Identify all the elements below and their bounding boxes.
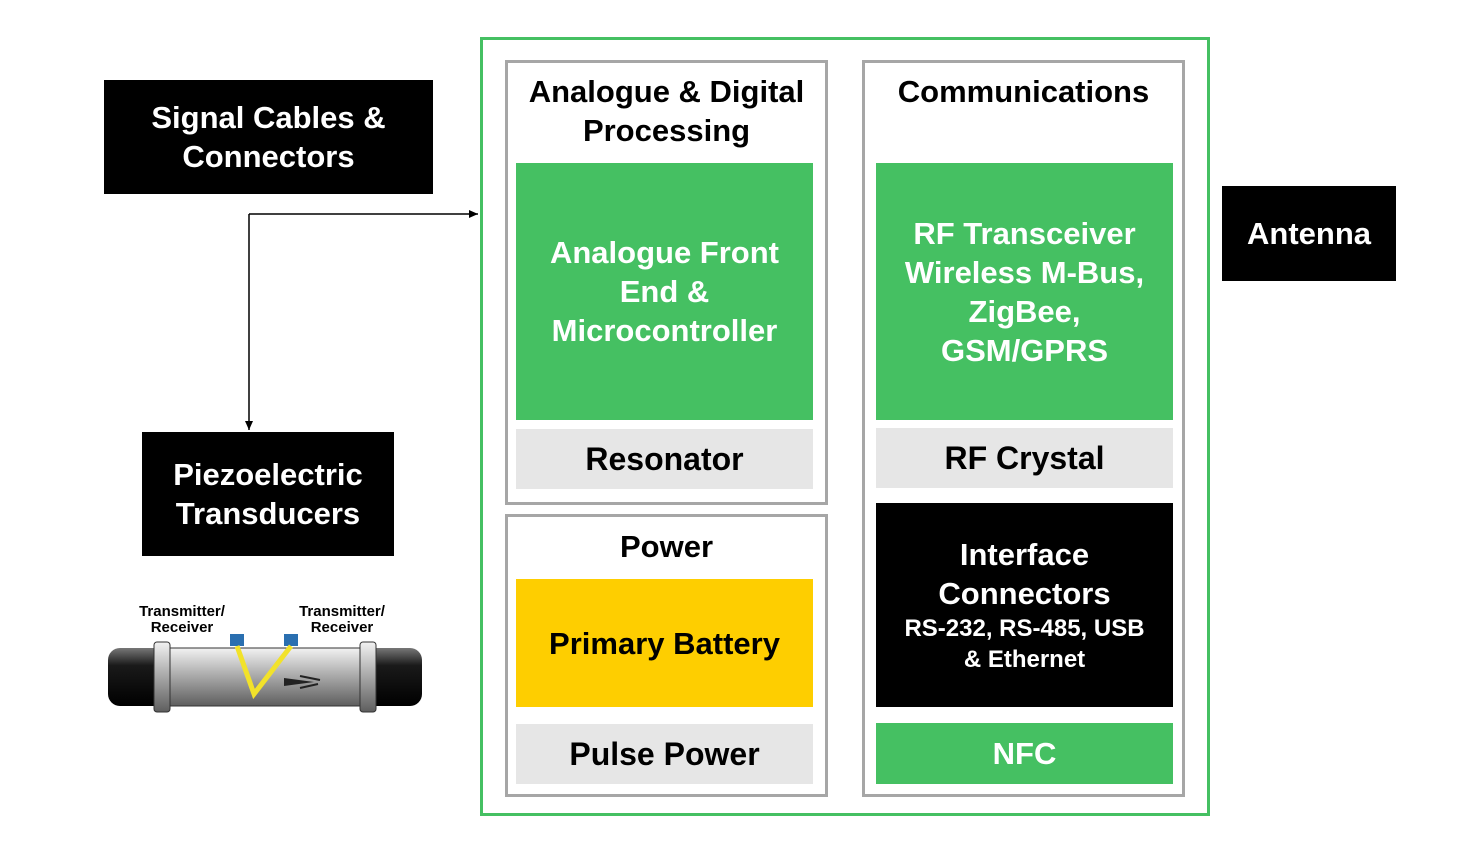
nfc-label: NFC bbox=[992, 736, 1057, 771]
flowmeter-illustration: Transmitter/ Receiver Transmitter/ Recei… bbox=[104, 598, 426, 718]
interface-connectors-sub: RS-232, RS-485, USB & Ethernet bbox=[904, 615, 1145, 673]
afe-microcontroller-label: Analogue Front End & Microcontroller bbox=[549, 235, 780, 348]
rf-transceiver-box: RF Transceiver Wireless M-Bus, ZigBee, G… bbox=[876, 163, 1173, 420]
resonator-box: Resonator bbox=[516, 429, 813, 489]
antenna-label: Antenna bbox=[1247, 216, 1371, 251]
power-title: Power bbox=[619, 529, 714, 564]
rf-crystal-box: RF Crystal bbox=[876, 428, 1173, 488]
nfc-box: NFC bbox=[876, 723, 1173, 784]
piezo-transducers-box: Piezoelectric Transducers bbox=[142, 432, 394, 556]
communications-title: Communications bbox=[897, 74, 1150, 109]
afe-microcontroller-box: Analogue Front End & Microcontroller bbox=[516, 163, 813, 420]
transmitter-receiver-left-label: Transmitter/ Receiver bbox=[139, 603, 225, 636]
primary-battery-label: Primary Battery bbox=[549, 625, 780, 661]
signal-cables-box: Signal Cables & Connectors bbox=[104, 80, 433, 194]
interface-connectors-title: Interface Connectors bbox=[938, 537, 1111, 611]
primary-battery-box: Primary Battery bbox=[516, 579, 813, 707]
pulse-power-label: Pulse Power bbox=[569, 735, 760, 772]
antenna-box: Antenna bbox=[1222, 186, 1396, 281]
processing-title: Analogue & Digital Processing bbox=[528, 74, 805, 148]
signal-cables-label: Signal Cables & Connectors bbox=[151, 100, 386, 174]
transmitter-receiver-right-label: Transmitter/ Receiver bbox=[299, 603, 385, 636]
interface-connectors-box: Interface Connectors RS-232, RS-485, USB… bbox=[876, 503, 1173, 707]
resonator-label: Resonator bbox=[585, 440, 744, 477]
pipe-image bbox=[108, 634, 422, 713]
rf-crystal-label: RF Crystal bbox=[944, 439, 1105, 476]
piezo-transducers-label: Piezoelectric Transducers bbox=[173, 457, 363, 531]
system-outer-box bbox=[480, 37, 1210, 816]
rf-transceiver-label: RF Transceiver Wireless M-Bus, ZigBee, G… bbox=[904, 215, 1145, 368]
pulse-power-box: Pulse Power bbox=[516, 724, 813, 784]
